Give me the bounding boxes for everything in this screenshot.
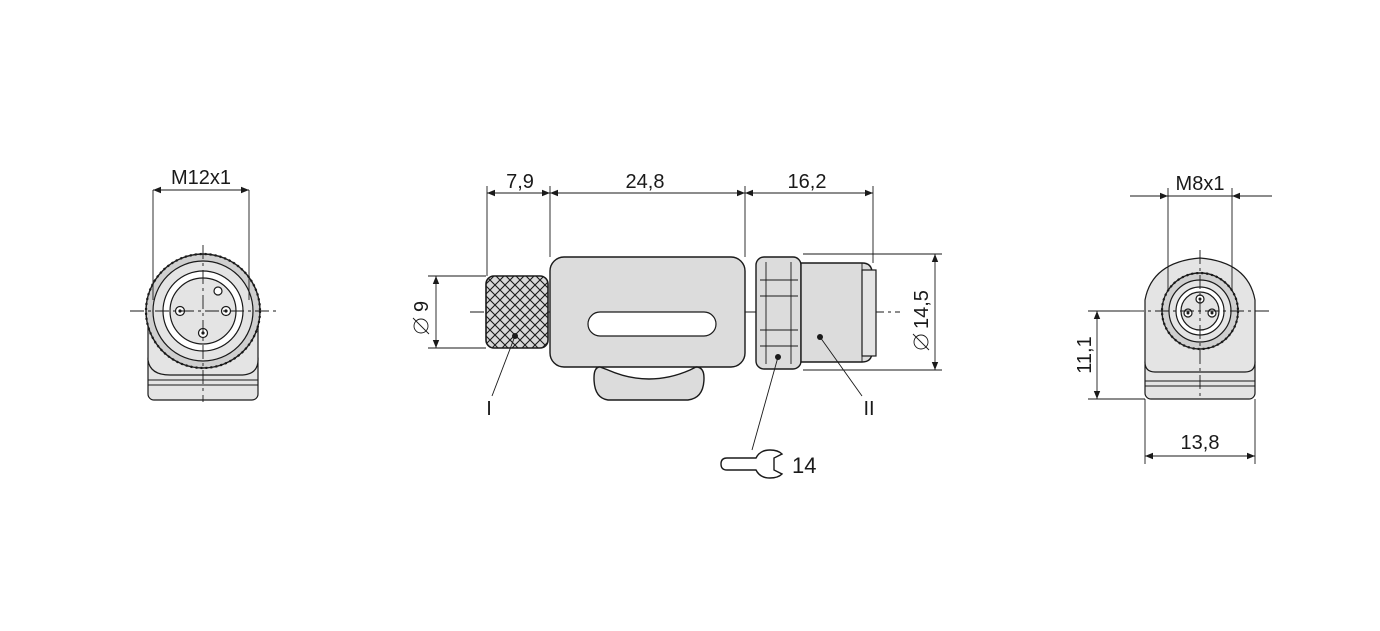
diameter-symbol-icon [913, 334, 929, 350]
wrench-size-label: 14 [792, 453, 816, 478]
side-view: 7,9 24,8 16,2 9 14,5 I II [411, 171, 942, 479]
right-front-view: M8x1 11,1 13,8 [1074, 173, 1272, 464]
left-front-view: M12x1 [130, 167, 276, 402]
m8-thread-label: M8x1 [1176, 173, 1225, 195]
coding-key-icon [213, 286, 223, 296]
width-13-8-label: 13,8 [1181, 432, 1220, 454]
right-cylinder [800, 262, 873, 363]
dim-7-9-label: 7,9 [506, 171, 534, 193]
dia-14-5-label: 14,5 [911, 290, 933, 329]
diameter-symbol-icon [413, 318, 429, 334]
knurled-nut [485, 275, 549, 349]
marker-i-label: I [486, 398, 492, 420]
dim-24-8-label: 24,8 [626, 171, 665, 193]
m12-thread-label: M12x1 [171, 167, 231, 189]
height-11-1-label: 11,1 [1074, 336, 1096, 373]
dia-9-label: 9 [411, 301, 433, 312]
marker-ii-label: II [863, 398, 874, 420]
dim-16-2-label: 16,2 [788, 171, 827, 193]
body-foot [593, 366, 705, 401]
body-slot [587, 311, 717, 337]
coupling-hex-nut [755, 256, 802, 370]
wrench-icon [720, 449, 784, 479]
